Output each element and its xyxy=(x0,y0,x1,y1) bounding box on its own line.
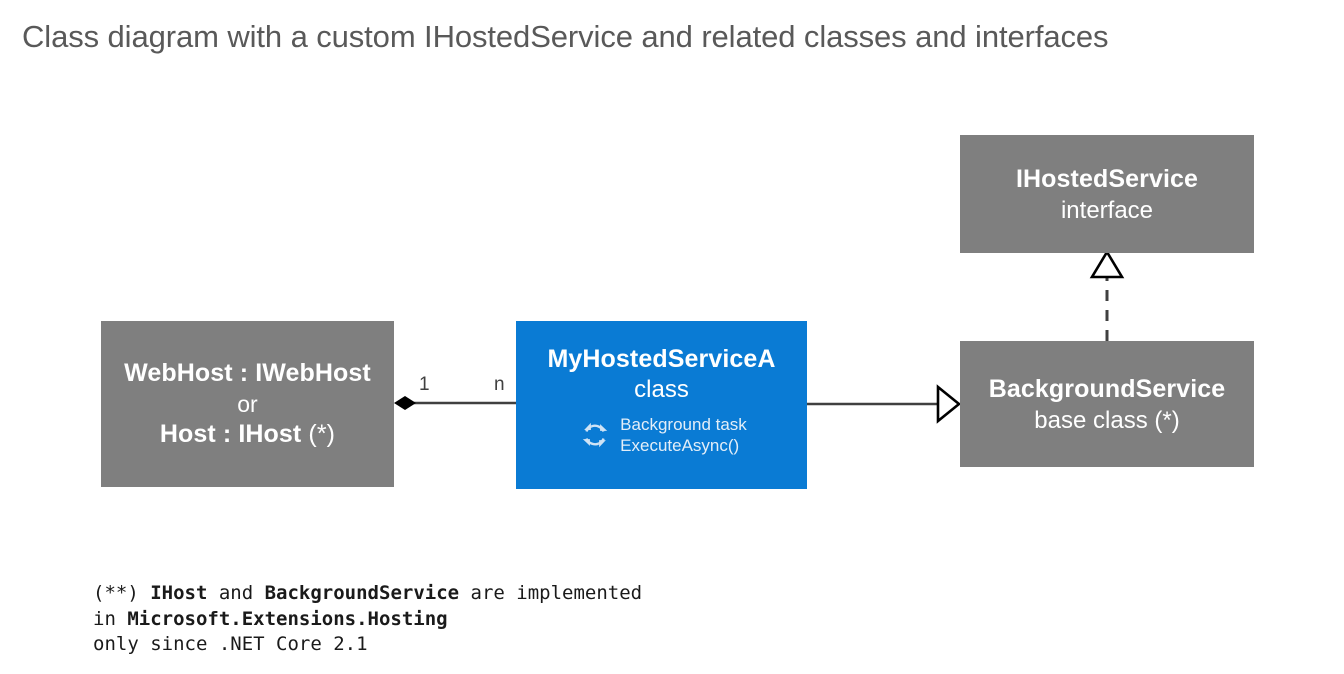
background-task-line-1: Background task xyxy=(620,415,747,434)
multiplicity-label-target: n xyxy=(494,374,505,395)
footnote: (**) IHost and BackgroundService are imp… xyxy=(93,581,642,658)
interface-box-ihostedservice[interactable]: IHostedService interface xyxy=(960,135,1254,253)
footnote-line1-prefix: (**) xyxy=(93,582,151,604)
footnote-line1-and: and xyxy=(207,582,265,604)
class-box-webhost-title2-text: Host : IHost xyxy=(159,420,302,448)
footnote-line3: only since .NET Core 2.1 xyxy=(93,633,368,655)
page-title: Class diagram with a custom IHostedServi… xyxy=(22,19,1109,54)
filled-diamond-marker xyxy=(394,396,416,410)
interface-box-ihostedservice-title: IHostedService xyxy=(1015,164,1199,193)
background-task-line-2: ExecuteAsync() xyxy=(620,436,740,455)
background-task-text: Background task ExecuteAsync() xyxy=(620,414,747,456)
refresh-loop-icon xyxy=(582,422,608,448)
class-box-webhost-separator: or xyxy=(237,391,258,417)
class-box-myhostedservicea[interactable]: MyHostedServiceA class Background task xyxy=(516,321,807,489)
footnote-line1-suffix: are implemented xyxy=(459,582,643,604)
class-box-webhost-title2-suffix: (*) xyxy=(308,420,336,448)
hollow-triangle-marker-realization xyxy=(1089,249,1125,279)
class-box-backgroundservice-title: BackgroundService xyxy=(988,374,1226,403)
class-box-backgroundservice[interactable]: BackgroundService base class (*) xyxy=(960,341,1254,467)
footnote-line2-prefix: in xyxy=(93,607,128,630)
class-box-myhostedservicea-title: MyHostedServiceA xyxy=(547,345,776,373)
interface-box-ihostedservice-stereotype: interface xyxy=(1060,196,1154,224)
composition-connector xyxy=(394,396,516,410)
class-box-webhost-title2: Host : IHost (*) xyxy=(160,419,335,450)
class-box-myhostedservicea-stereotype: class xyxy=(634,376,689,403)
footnote-line1-ihost: IHost xyxy=(150,582,208,604)
generalization-connector xyxy=(807,384,962,424)
footnote-line1-backgroundservice: BackgroundService xyxy=(264,582,460,604)
hollow-triangle-marker-generalization xyxy=(936,384,962,424)
multiplicity-label-source: 1 xyxy=(419,374,430,395)
class-box-backgroundservice-stereotype: base class (*) xyxy=(1034,406,1180,434)
background-task-row: Background task ExecuteAsync() xyxy=(576,414,747,456)
realization-connector xyxy=(1089,249,1125,341)
footnote-line2-namespace: Microsoft.Extensions.Hosting xyxy=(127,607,448,630)
class-box-webhost-title: WebHost : IWebHost xyxy=(124,359,371,387)
class-box-webhost[interactable]: WebHost : IWebHost or Host : IHost (*) xyxy=(101,321,394,487)
